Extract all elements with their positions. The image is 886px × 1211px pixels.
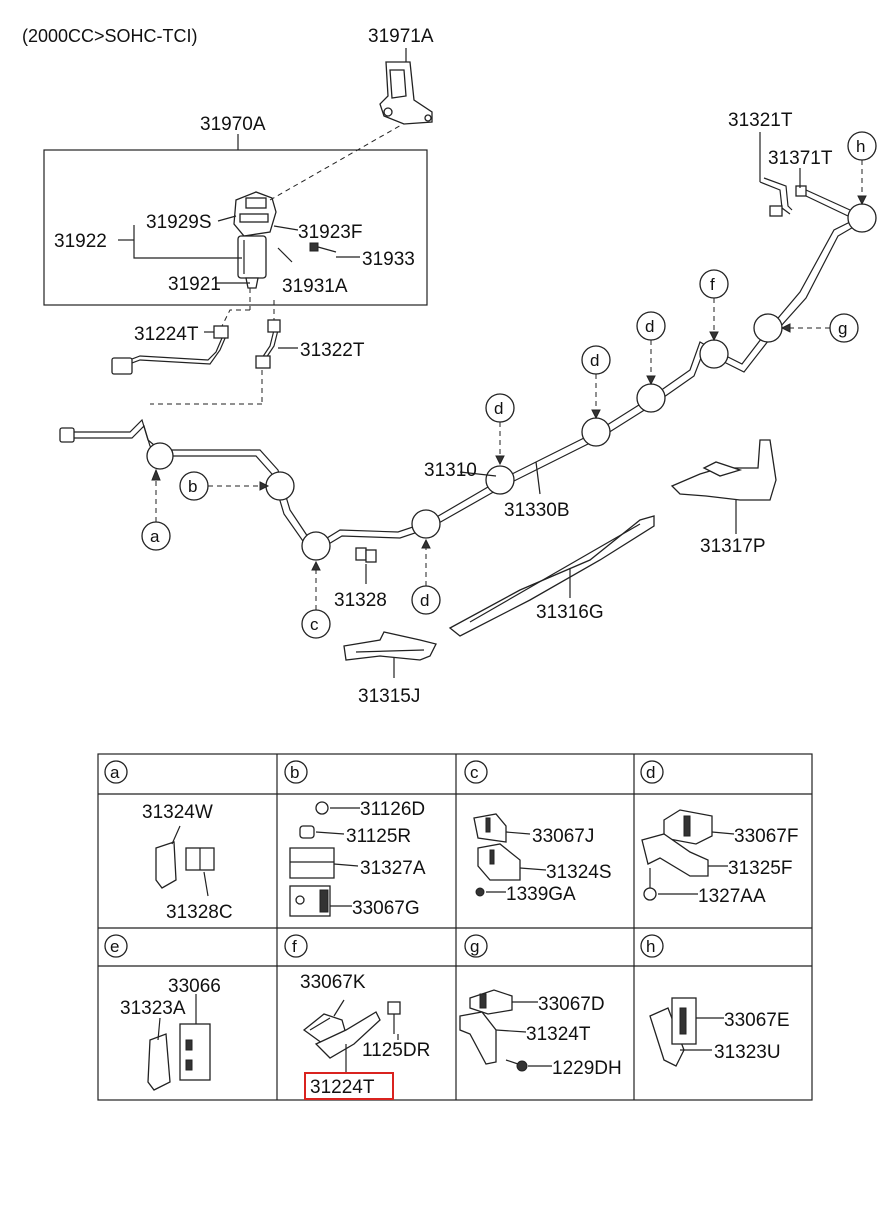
label-31970A[interactable]: 31970A [200,114,266,135]
cell-header-a: a [110,763,120,782]
label-31316G[interactable]: 31316G [536,602,604,623]
label-b-33067G[interactable]: 33067G [352,898,420,919]
protector-31316G: 31316G [448,515,655,637]
filter-group-box [43,149,428,306]
label-e-31323A[interactable]: 31323A [120,998,186,1019]
cell-c-detail: 33067J 31324S 1339GA [473,813,612,905]
cell-e-detail: 33066 31323A [120,976,221,1091]
hose-31224T: 31224T [111,288,251,375]
label-d-1327AA[interactable]: 1327AA [698,886,766,907]
label-31922[interactable]: 31922 [54,231,107,252]
label-b-31327A[interactable]: 31327A [360,858,426,879]
filter-bowl [237,235,267,279]
callout-d-4[interactable]: d [645,317,654,336]
label-31330B[interactable]: 31330B [504,500,570,521]
highlight-box-31224T[interactable] [304,1072,394,1100]
label-g-1229DH[interactable]: 1229DH [552,1058,622,1079]
cell-a-detail: 31324W 31328C [142,802,233,923]
callout-a[interactable]: a [150,527,160,546]
label-31322T[interactable]: 31322T [300,340,365,361]
callout-d-3[interactable]: d [590,351,599,370]
cell-header-h: h [646,937,655,956]
label-31929S[interactable]: 31929S [146,212,212,233]
fuel-filter-assembly: 31970A 31929S 31922 31923F 31933 31921 3… [43,114,428,306]
clip-31328: 31328 [334,547,387,611]
cell-h-detail: 33067E 31323U [649,997,790,1067]
label-31321T[interactable]: 31321T [728,110,793,131]
cell-header-f: f [292,937,297,956]
cell-header-e: e [110,937,119,956]
label-31310[interactable]: 31310 [424,460,477,481]
callouts: a b c d d d d f g h [141,131,877,639]
bracket-31971A: 31971A [368,26,434,125]
cell-header-g: g [470,937,479,956]
label-a-31324W[interactable]: 31324W [142,802,213,823]
label-31931A[interactable]: 31931A [282,276,348,297]
label-31371T[interactable]: 31371T [768,148,833,169]
callout-d-1[interactable]: d [420,591,429,610]
engine-note: (2000CC>SOHC-TCI) [22,26,198,46]
label-f-33067K[interactable]: 33067K [300,972,366,993]
label-a-31328C[interactable]: 31328C [166,902,233,923]
label-31315J[interactable]: 31315J [358,686,420,707]
cell-b-detail: 31126D 31125R 31327A 33067G [289,799,426,919]
cell-g-detail: 33067D 31324T 1229DH [459,989,622,1079]
label-b-31126D[interactable]: 31126D [360,799,425,820]
callout-g[interactable]: g [838,319,847,338]
callout-b[interactable]: b [188,477,197,496]
label-b-31125R[interactable]: 31125R [346,826,411,847]
detail-table: a b c d e f g h 31324W 31328C 31126D [97,753,813,1101]
cell-f-detail: 33067K 1125DR 31224T [300,972,430,1100]
label-d-31325F[interactable]: 31325F [728,858,792,879]
label-31921[interactable]: 31921 [168,274,221,295]
label-31317P[interactable]: 31317P [700,536,766,557]
fuel-pipes-31310-31330B: 31310 31330B [59,203,877,561]
hose-31322T: 31322T [150,300,365,405]
label-h-31323U[interactable]: 31323U [714,1042,781,1063]
label-c-33067J[interactable]: 33067J [532,826,594,847]
label-31971A[interactable]: 31971A [368,26,434,47]
label-31933[interactable]: 31933 [362,249,415,270]
callout-f[interactable]: f [710,275,715,294]
cell-header-b: b [290,763,299,782]
label-g-33067D[interactable]: 33067D [538,994,605,1015]
label-h-33067E[interactable]: 33067E [724,1010,790,1031]
protector-31317P: 31317P [670,439,777,557]
label-31224T[interactable]: 31224T [134,324,199,345]
label-31923F[interactable]: 31923F [298,222,362,243]
cell-header-c: c [470,763,479,782]
cell-header-d: d [646,763,655,782]
label-d-33067F[interactable]: 33067F [734,826,798,847]
label-c-31324S[interactable]: 31324S [546,862,612,883]
cell-d-detail: 33067F 31325F 1327AA [641,809,798,907]
hose-31321T-31371T: 31321T 31371T [728,110,851,217]
label-f-31224T[interactable]: 31224T [310,1077,375,1098]
protector-31315J: 31315J [343,631,437,707]
callout-d-2[interactable]: d [494,399,503,418]
label-31328[interactable]: 31328 [334,590,387,611]
label-g-31324T[interactable]: 31324T [526,1024,591,1045]
callout-h[interactable]: h [856,137,865,156]
label-c-1339GA[interactable]: 1339GA [506,884,576,905]
label-e-33066[interactable]: 33066 [168,976,221,997]
label-f-1125DR[interactable]: 1125DR [362,1040,430,1061]
callout-c[interactable]: c [310,615,319,634]
